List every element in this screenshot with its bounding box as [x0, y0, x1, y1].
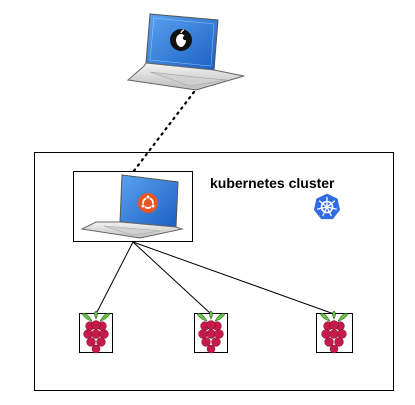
worker-node-3 — [316, 310, 353, 354]
kubernetes-logo-icon — [312, 192, 342, 221]
master-worker-2-link — [132, 241, 212, 315]
master-laptop — [80, 174, 184, 239]
worker-node-2 — [194, 310, 228, 354]
master-worker-3-link — [132, 241, 335, 315]
worker-node-1 — [79, 310, 113, 354]
cluster-label: kubernetes cluster — [210, 175, 335, 191]
master-worker-1-link — [95, 241, 134, 315]
client-laptop — [126, 13, 245, 91]
client-master-link — [128, 90, 196, 178]
cluster-boundary — [34, 152, 394, 391]
